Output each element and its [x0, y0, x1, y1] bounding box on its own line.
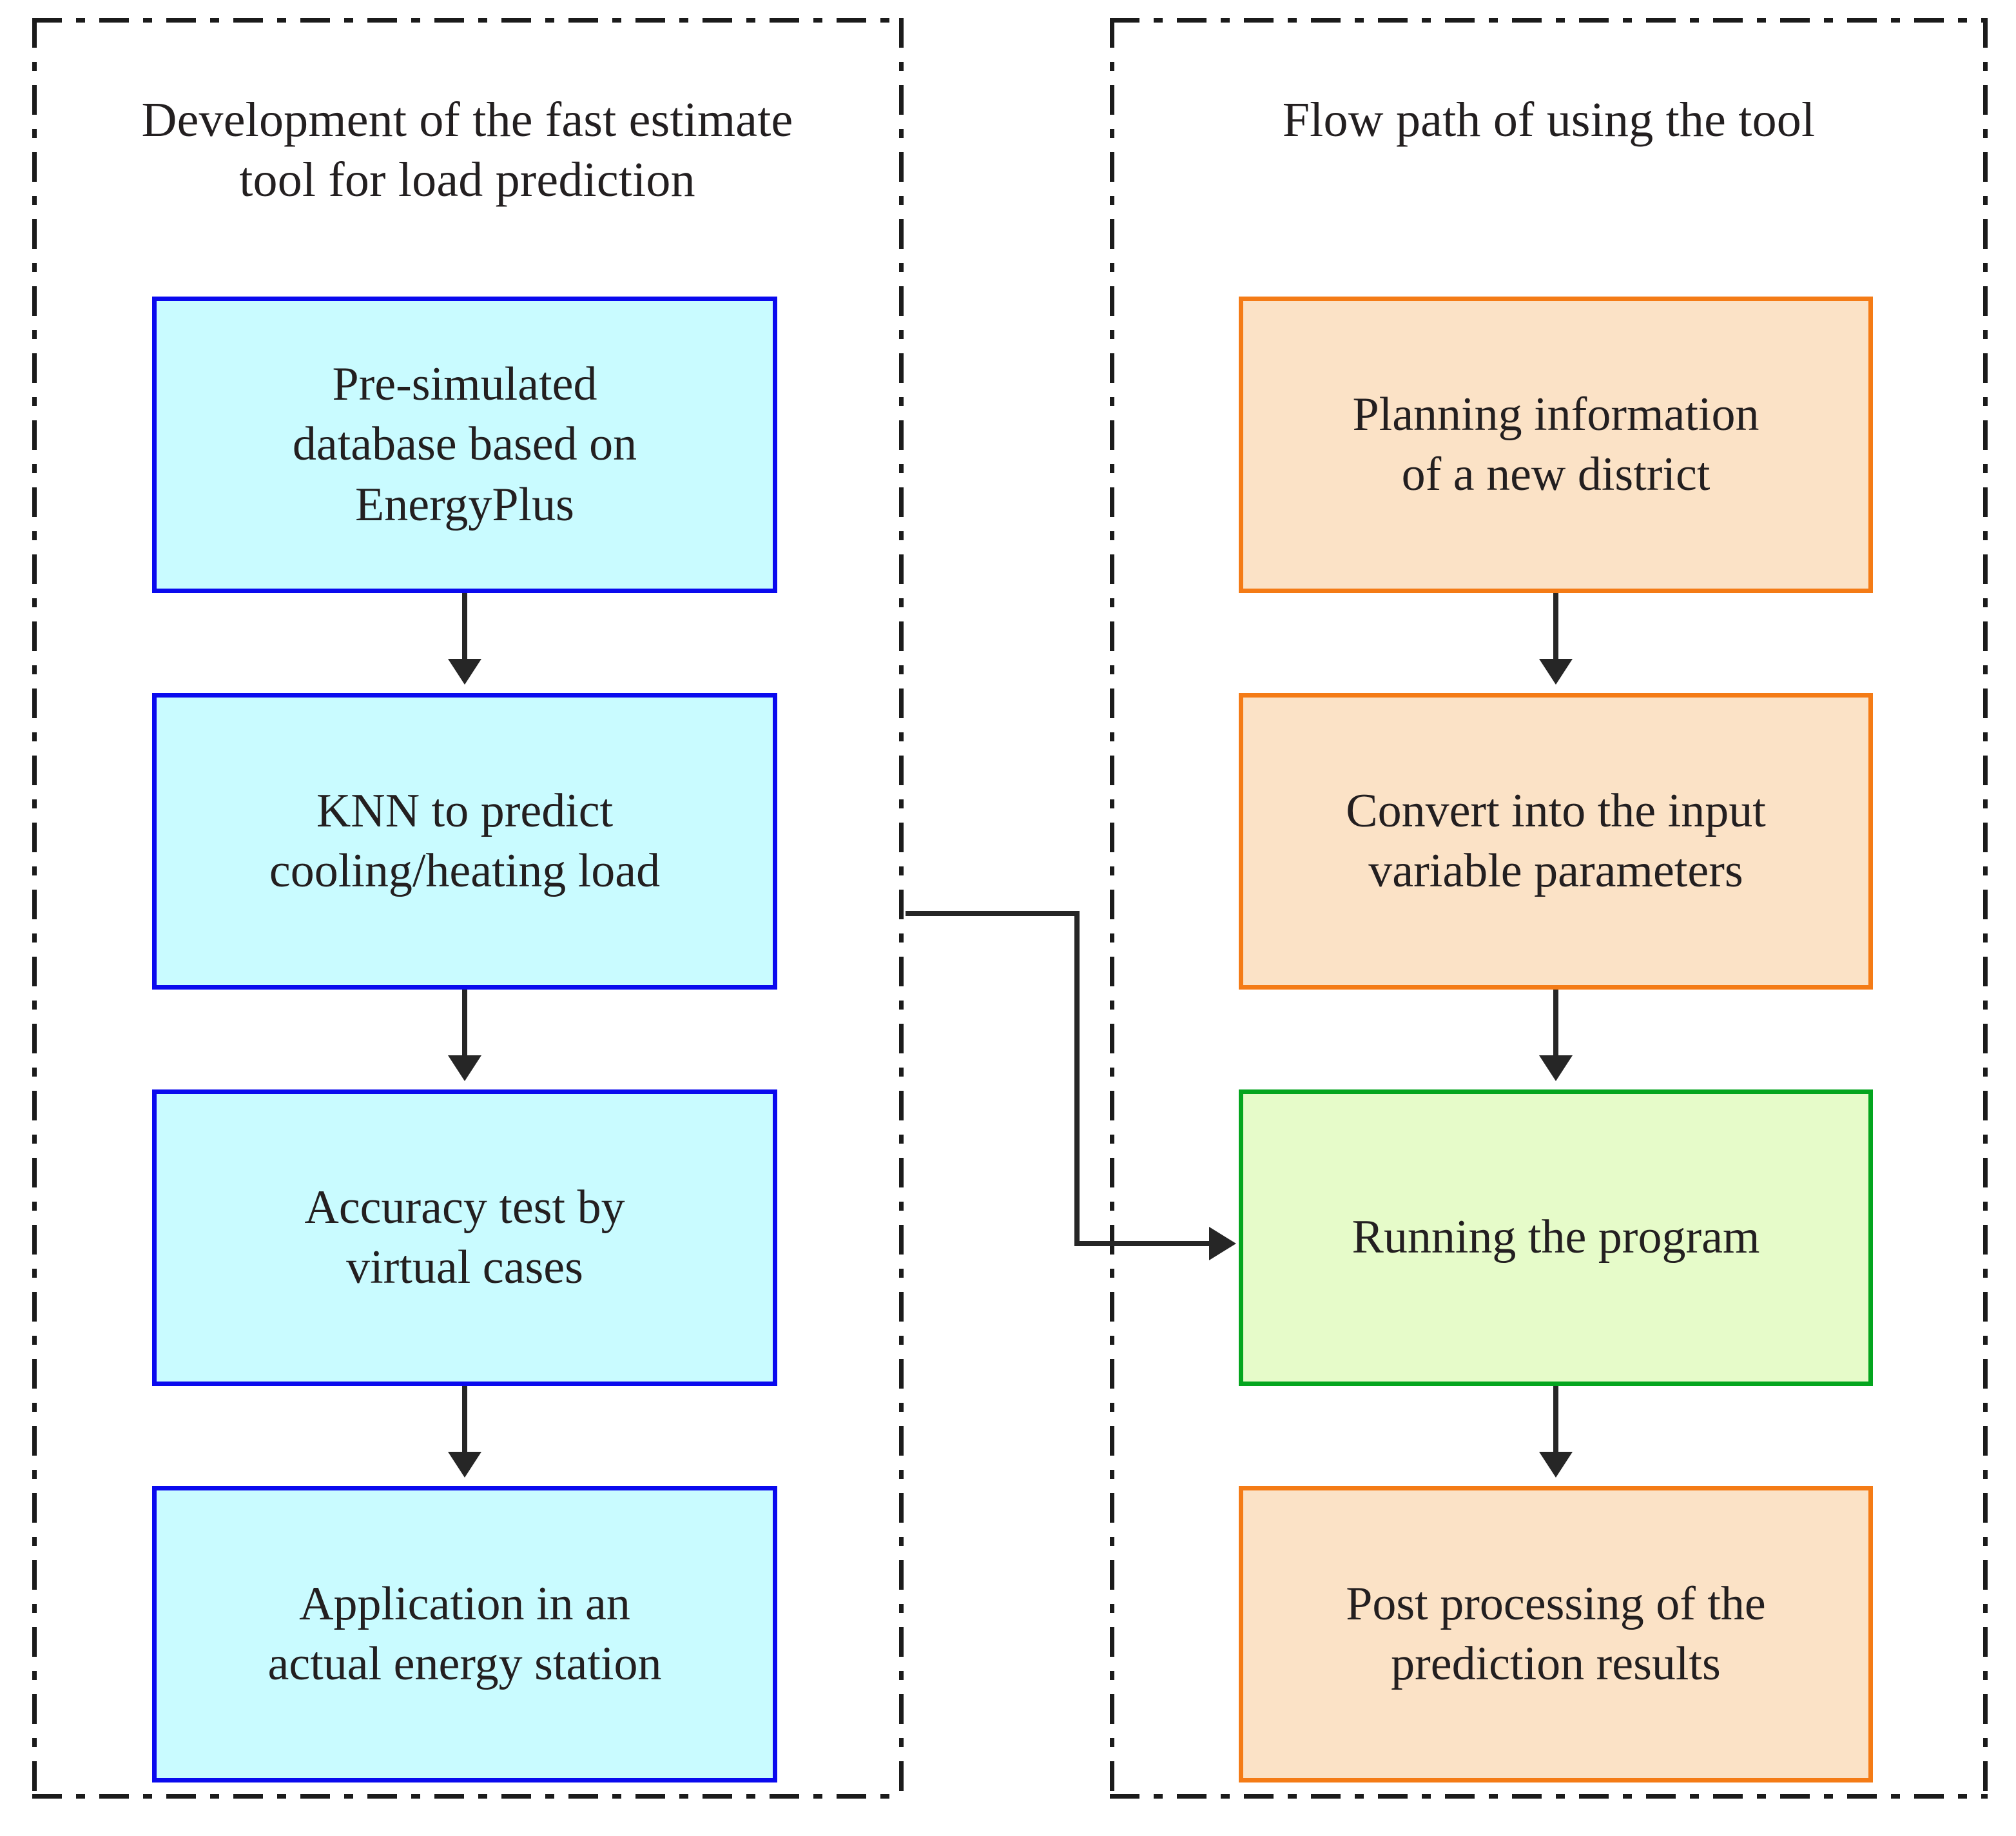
arrow-presim-to-knn-head: [448, 659, 481, 685]
right-panel-border-left: [1110, 18, 1114, 1799]
node-post-processing[interactable]: Post processing of the prediction result…: [1239, 1486, 1873, 1782]
node-pre-simulated-database[interactable]: Pre-simulated database based on EnergyPl…: [152, 297, 777, 593]
left-panel-border-bottom: [32, 1794, 904, 1799]
node-application-energy-station[interactable]: Application in an actual energy station: [152, 1486, 777, 1782]
arrow-convert-to-running-shaft: [1553, 990, 1558, 1073]
right-panel-border-top: [1110, 18, 1988, 23]
arrow-accuracy-to-application-head: [448, 1452, 481, 1478]
left-panel-border-left: [32, 18, 37, 1799]
cross-connector-top-segment: [906, 911, 1080, 916]
node-accuracy-test[interactable]: Accuracy test by virtual cases: [152, 1089, 777, 1386]
left-panel-boundary: [32, 18, 904, 1799]
node-planning-information[interactable]: Planning information of a new district: [1239, 297, 1873, 593]
arrow-presim-to-knn-shaft: [462, 593, 467, 677]
arrow-convert-to-running-head: [1539, 1055, 1573, 1081]
node-convert-input-variables[interactable]: Convert into the input variable paramete…: [1239, 693, 1873, 990]
right-panel-border-bottom: [1110, 1794, 1988, 1799]
left-panel-border-top: [32, 18, 904, 23]
arrow-planning-to-convert-head: [1539, 659, 1573, 685]
node-running-the-program[interactable]: Running the program: [1239, 1089, 1873, 1386]
arrow-knn-to-accuracy-head: [448, 1055, 481, 1081]
cross-connector-vertical-segment: [1074, 911, 1080, 1246]
right-panel-boundary: [1110, 18, 1988, 1799]
arrow-running-to-postprocessing-shaft: [1553, 1386, 1558, 1470]
arrow-knn-to-accuracy-shaft: [462, 990, 467, 1073]
arrow-running-to-postprocessing-head: [1539, 1452, 1573, 1478]
arrow-planning-to-convert-shaft: [1553, 593, 1558, 677]
right-panel-border-right: [1983, 18, 1988, 1799]
cross-connector-arrow-head: [1209, 1227, 1236, 1260]
right-panel-title: Flow path of using the tool: [1282, 93, 1816, 147]
cross-connector-bottom-segment: [1074, 1241, 1213, 1246]
left-panel-border-right: [899, 18, 904, 1799]
arrow-accuracy-to-application-shaft: [462, 1386, 467, 1470]
node-knn-predict[interactable]: KNN to predict cooling/heating load: [152, 693, 777, 990]
left-panel-title: Development of the fast estimate tool fo…: [141, 93, 793, 207]
